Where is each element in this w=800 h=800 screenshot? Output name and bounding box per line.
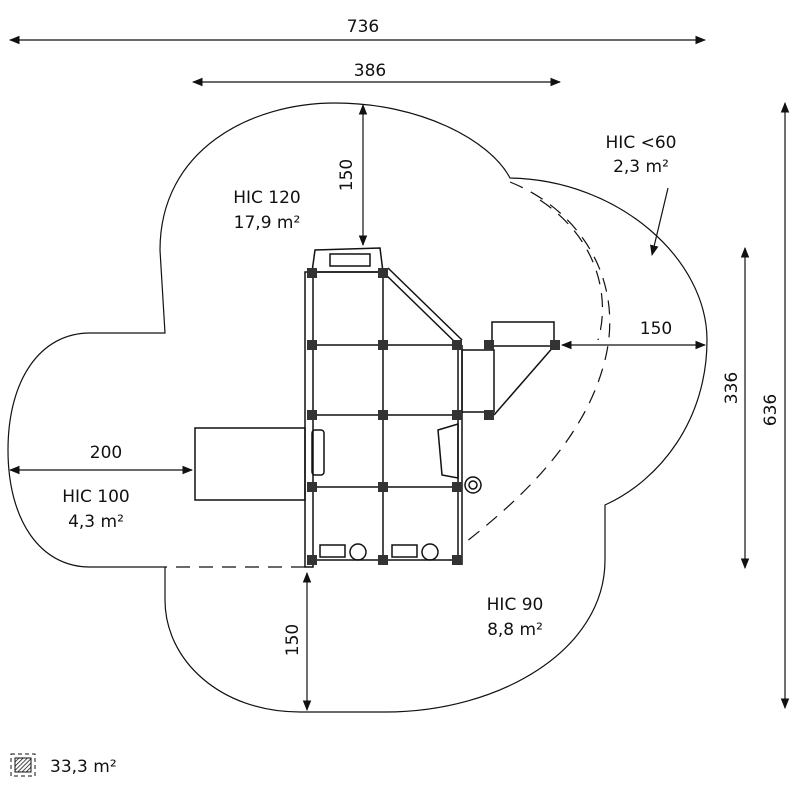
structure-width-label: 386	[354, 61, 386, 81]
zone-hic120-area: 17,9 m²	[234, 213, 301, 233]
bottom-clearance-label: 150	[283, 624, 303, 656]
zone-hic60-area: 2,3 m²	[613, 157, 669, 177]
zone-boundaries	[165, 181, 611, 568]
left-clearance-label: 200	[90, 443, 122, 463]
zone-hic90-label: HIC 90	[487, 595, 544, 615]
hatched-square-icon	[10, 753, 36, 777]
zone-hic100-label: HIC 100	[62, 487, 130, 507]
zone-hic100-area: 4,3 m²	[68, 512, 124, 532]
right-clearance-label: 150	[640, 319, 672, 339]
total-width-label: 736	[347, 17, 379, 37]
safety-zone-outline	[7, 102, 708, 713]
play-structure	[194, 247, 560, 568]
top-clearance-label: 150	[337, 159, 357, 191]
zone-hic90-area: 8,8 m²	[487, 620, 543, 640]
total-depth-label: 636	[761, 394, 781, 426]
hic60-pointer	[650, 187, 669, 257]
structure-depth-label: 336	[722, 372, 742, 404]
zone-hic120-label: HIC 120	[233, 188, 301, 208]
zone-hic60-label: HIC <60	[606, 133, 677, 153]
total-area-label: 33,3 m²	[50, 757, 117, 777]
